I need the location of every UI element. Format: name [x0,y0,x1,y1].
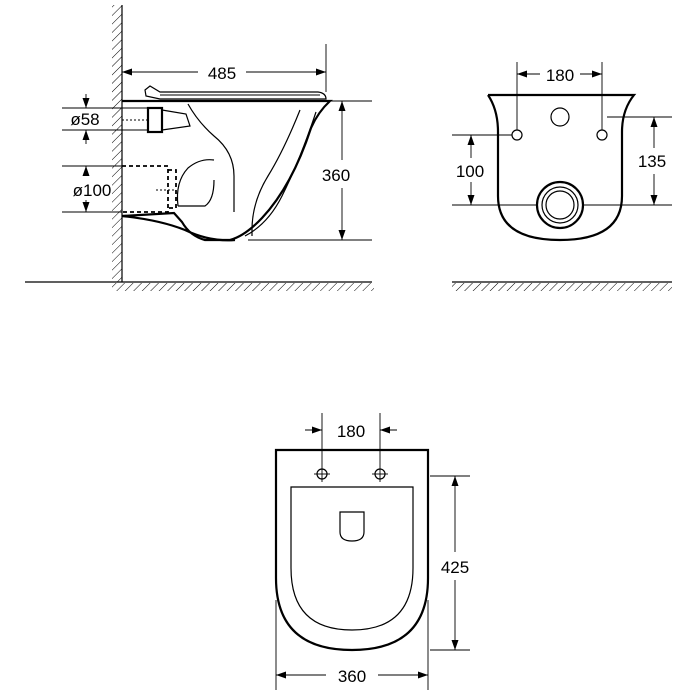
back-outline [487,93,637,242]
floor-right [452,281,672,291]
dim-depth-label: 425 [441,558,469,577]
dim-180-top: 180 [305,413,397,466]
bowl-outline [121,99,333,242]
outlet-fitting [122,165,177,213]
flush-outlet [339,511,365,542]
dim-425: 425 [430,475,470,651]
dim-inlet: ø58 [62,94,148,144]
dim-height-label: 360 [322,166,350,185]
seat-fixing-left [314,466,330,482]
dim-back-spacing-label: 180 [546,66,574,85]
dim-100: 100 [452,134,537,206]
seat-lid [144,85,327,100]
top-outline [274,448,430,652]
bowl-opening [290,486,414,631]
top-view: 180 425 360 [274,413,470,690]
dim-outlet: ø100 [62,165,122,213]
inlet-hole [550,107,570,127]
dim-360-height: 360 [248,100,372,241]
outlet-hole [535,180,585,230]
back-view: 180 100 135 [452,62,672,291]
dim-outlet-label: ø100 [73,181,112,200]
seat-fixing-right [372,466,388,482]
fixing-hole-right [596,129,608,141]
dim-width-label: 360 [338,667,366,686]
dim-left-height-label: 100 [456,162,484,181]
dim-inlet-label: ø58 [70,110,99,129]
floor-left [25,281,374,291]
dim-right-height-label: 135 [638,152,666,171]
dim-485: 485 [122,44,327,92]
dim-135: 135 [583,116,672,206]
wall [112,5,123,282]
dim-top-spacing-label: 180 [337,422,365,441]
dim-360-width: 360 [275,600,429,690]
dim-180-back: 180 [516,62,603,130]
fixing-hole-left [511,129,523,141]
side-view: 485 360 ø58 [25,5,374,291]
inlet-fitting [122,106,191,134]
dim-length-label: 485 [208,64,236,83]
